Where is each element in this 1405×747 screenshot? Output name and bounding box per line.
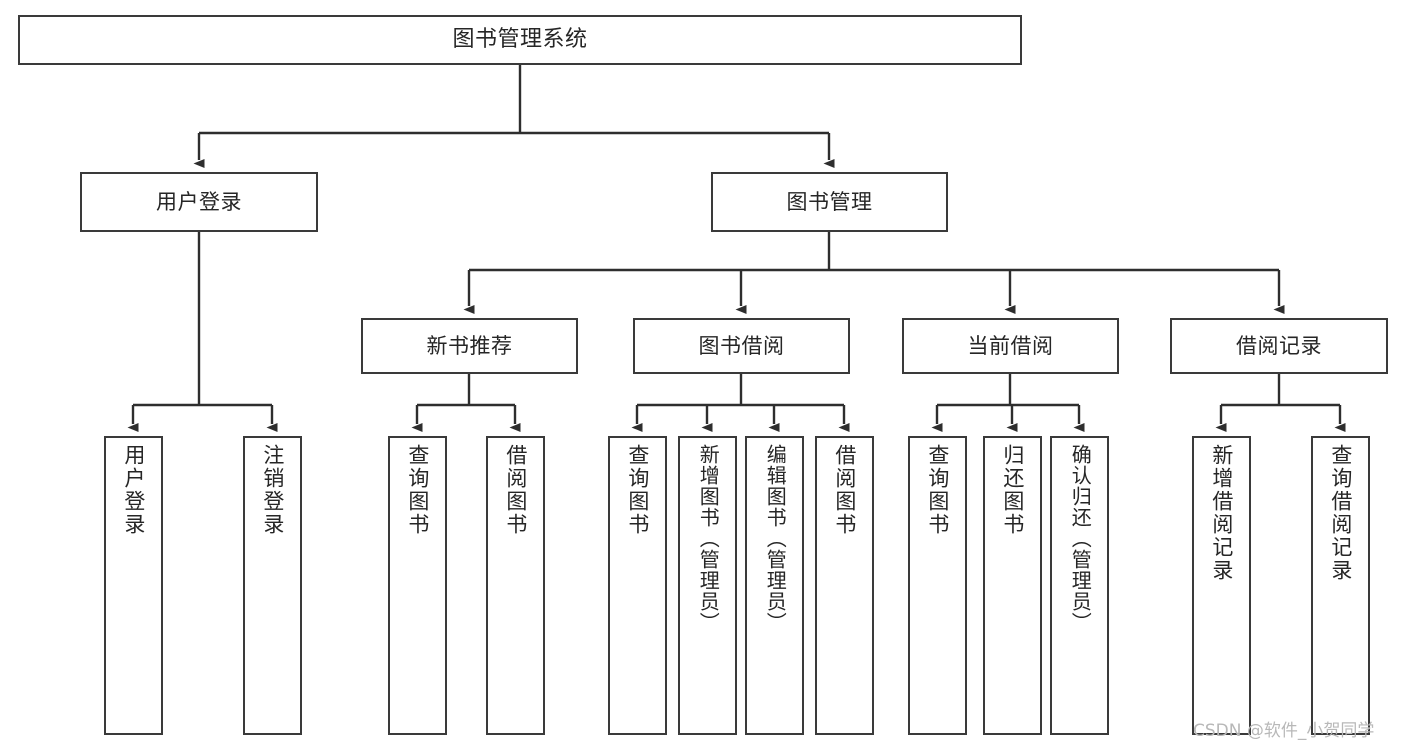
node-leaf-confirm-return-label: 确认归还（管理员） [1068, 444, 1093, 633]
node-leaf-edit-book[interactable]: 编辑图书（管理员） [745, 436, 804, 735]
node-current-borrow-label: 当前借阅 [967, 333, 1054, 358]
node-leaf-borrow-book-1[interactable]: 借阅图书 [486, 436, 545, 735]
node-leaf-logout[interactable]: 注销登录 [243, 436, 302, 735]
node-user-login-label: 用户登录 [156, 189, 242, 214]
node-borrow-record-label: 借阅记录 [1236, 333, 1322, 358]
node-book-manage-label: 图书管理 [786, 189, 873, 214]
node-new-book-recommend[interactable]: 新书推荐 [361, 318, 578, 374]
node-leaf-user-login-label: 用户登录 [121, 444, 146, 536]
node-leaf-return-book[interactable]: 归还图书 [983, 436, 1042, 735]
node-leaf-return-book-label: 归还图书 [1000, 444, 1025, 536]
node-leaf-edit-book-label: 编辑图书（管理员） [763, 444, 788, 633]
node-root-label: 图书管理系统 [452, 27, 588, 53]
node-leaf-user-login[interactable]: 用户登录 [104, 436, 163, 735]
node-leaf-add-borrow-record-label: 新增借阅记录 [1209, 444, 1234, 582]
node-book-borrow[interactable]: 图书借阅 [633, 318, 850, 374]
node-leaf-borrow-book-2-label: 借阅图书 [832, 444, 857, 536]
node-leaf-borrow-book-2[interactable]: 借阅图书 [815, 436, 874, 735]
node-book-borrow-label: 图书借阅 [698, 333, 785, 358]
node-leaf-query-book-2[interactable]: 查询图书 [608, 436, 667, 735]
node-leaf-add-book-label: 新增图书（管理员） [696, 444, 721, 633]
node-leaf-query-book-2-label: 查询图书 [625, 444, 650, 536]
node-leaf-query-borrow-record[interactable]: 查询借阅记录 [1311, 436, 1370, 735]
node-leaf-add-borrow-record[interactable]: 新增借阅记录 [1192, 436, 1251, 735]
node-leaf-borrow-book-1-label: 借阅图书 [503, 444, 528, 536]
node-root[interactable]: 图书管理系统 [18, 15, 1022, 65]
node-leaf-logout-label: 注销登录 [260, 444, 285, 536]
node-leaf-confirm-return[interactable]: 确认归还（管理员） [1050, 436, 1109, 735]
node-leaf-query-book-1[interactable]: 查询图书 [388, 436, 447, 735]
node-borrow-record[interactable]: 借阅记录 [1170, 318, 1388, 374]
node-leaf-query-book-1-label: 查询图书 [405, 444, 430, 536]
node-new-book-recommend-label: 新书推荐 [426, 333, 513, 358]
node-leaf-add-book[interactable]: 新增图书（管理员） [678, 436, 737, 735]
node-user-login[interactable]: 用户登录 [80, 172, 318, 232]
node-book-manage[interactable]: 图书管理 [711, 172, 948, 232]
csdn-watermark: CSDN @软件_小贺同学 [1193, 721, 1375, 741]
node-leaf-query-book-3[interactable]: 查询图书 [908, 436, 967, 735]
node-leaf-query-book-3-label: 查询图书 [925, 444, 950, 536]
node-current-borrow[interactable]: 当前借阅 [902, 318, 1119, 374]
node-leaf-query-borrow-record-label: 查询借阅记录 [1328, 444, 1353, 582]
